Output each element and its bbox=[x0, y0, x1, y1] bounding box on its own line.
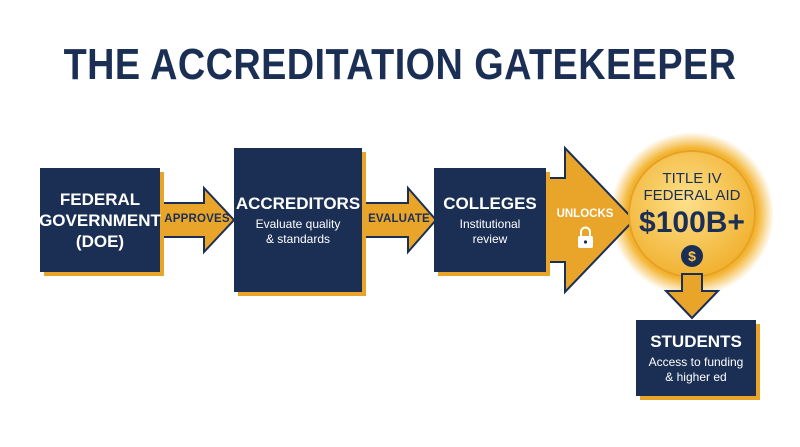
aid-amount: $100B+ bbox=[639, 206, 745, 239]
svg-text:$: $ bbox=[688, 248, 696, 264]
approves-label: APPROVES bbox=[164, 213, 230, 225]
colleges-box: COLLEGES Institutional review bbox=[434, 168, 546, 272]
evaluate-label: EVALUATE bbox=[368, 213, 430, 225]
colleges-label: COLLEGES bbox=[443, 194, 537, 213]
evaluate-arrow bbox=[361, 185, 438, 255]
to-students-arrow bbox=[663, 273, 721, 320]
students-label: STUDENTS bbox=[650, 332, 742, 351]
unlocks-arrow bbox=[545, 145, 636, 295]
federal-government-label: FEDERAL GOVERNMENT (DOE) bbox=[39, 189, 161, 251]
federal-government-box: FEDERAL GOVERNMENT (DOE) bbox=[39, 168, 161, 272]
dollar-icon: $ bbox=[681, 245, 703, 267]
students-subtitle: Access to funding & higher ed bbox=[648, 355, 744, 384]
approves-arrow bbox=[159, 185, 236, 255]
accreditors-label: ACCREDITORS bbox=[235, 194, 361, 213]
lock-icon bbox=[578, 226, 593, 248]
colleges-subtitle: Institutional review bbox=[459, 217, 521, 246]
accreditors-subtitle: Evaluate quality & standards bbox=[255, 217, 341, 246]
students-box: STUDENTS Access to funding & higher ed bbox=[636, 320, 756, 396]
accreditors-box: ACCREDITORS Evaluate quality & standards bbox=[234, 148, 362, 292]
title-iv-aid: TITLE IV FEDERAL AID $100B+ bbox=[632, 170, 752, 240]
title-iv-label: TITLE IV FEDERAL AID bbox=[643, 170, 741, 204]
unlocks-label: UNLOCKS bbox=[556, 208, 614, 220]
page-title: THE ACCREDITATION GATEKEEPER bbox=[63, 40, 737, 89]
